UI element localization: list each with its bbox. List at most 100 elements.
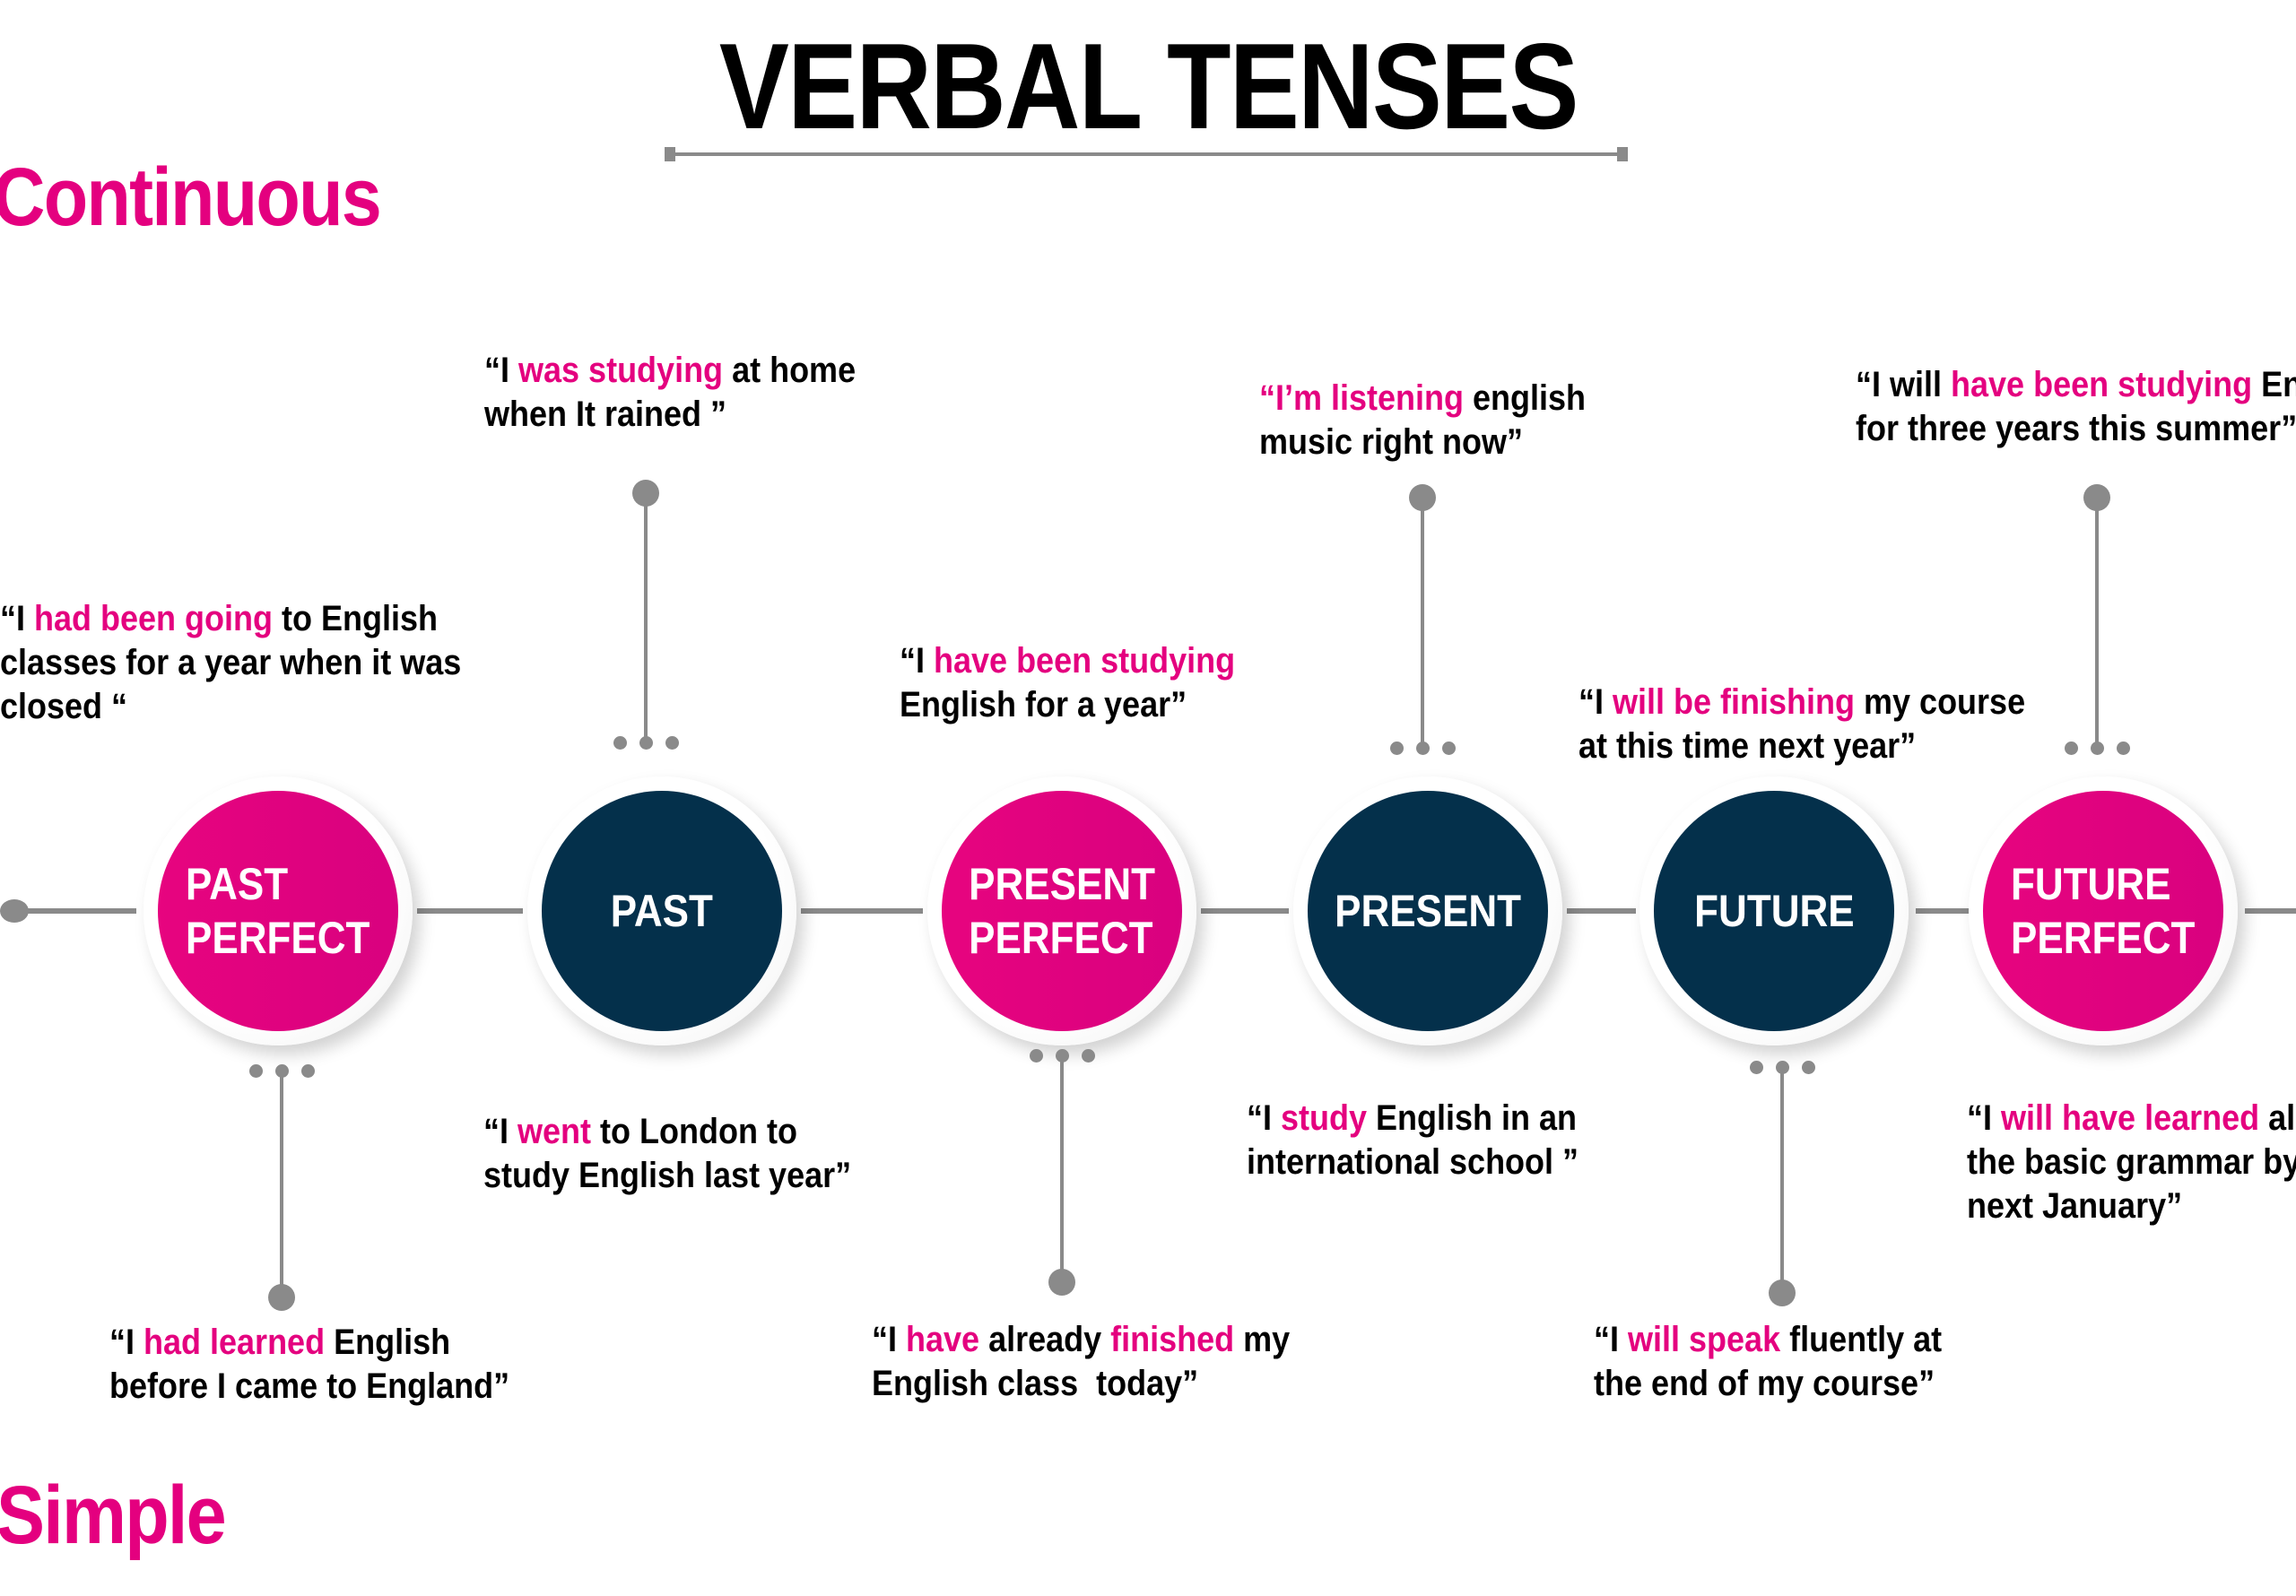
example-line: for three years this summer” [1856, 407, 2296, 451]
connector-dot [613, 736, 627, 750]
tense-label: PAST PERFECT [186, 859, 370, 963]
connector-end-dot [2083, 484, 2110, 511]
connector-dot [639, 736, 653, 750]
example-text: “I [900, 641, 935, 681]
example-line: the basic grammar by [1967, 1141, 2296, 1184]
example-text: already [979, 1320, 1111, 1359]
example-text: the end of my course” [1594, 1364, 1935, 1403]
highlighted-verb: have been studying [934, 641, 1236, 681]
example-line: music right now” [1259, 421, 1586, 464]
example-line: study English last year” [483, 1154, 851, 1198]
example-line: “I went to London to [483, 1110, 851, 1154]
example-line: “I was studying at home [484, 349, 856, 393]
highlighted-verb: have been studying [1951, 365, 2253, 404]
example-line: next January” [1967, 1184, 2296, 1228]
example-text: “I [1578, 682, 1613, 722]
tense-label: PRESENT PERFECT [969, 859, 1155, 963]
title-underline [665, 147, 1628, 161]
example-text: English [325, 1323, 451, 1362]
connector-dot [1750, 1061, 1763, 1074]
example-line: “I had learned English [109, 1321, 509, 1365]
continuous-heading: Continuous [0, 152, 382, 243]
page-title: VERBAL TENSES [718, 18, 1579, 154]
example-text: english [1464, 378, 1587, 418]
connector-dot [301, 1064, 315, 1078]
simple-heading: Simple [0, 1470, 227, 1561]
connector-end-dot [632, 480, 659, 507]
example-text: closed “ [0, 687, 128, 726]
connector-dot [1390, 742, 1404, 755]
example-text: at home [723, 351, 857, 390]
example-text: at this time next year” [1578, 726, 1917, 766]
timeline-segment [1567, 908, 1636, 914]
timeline-segment [417, 908, 523, 914]
example-line: English class today” [872, 1362, 1290, 1406]
connector-dot [2117, 742, 2130, 755]
example-text: before I came to England” [109, 1366, 510, 1406]
connector-dot [665, 736, 679, 750]
example-text: “I [1247, 1098, 1282, 1138]
connector-dot [2091, 742, 2104, 755]
highlighted-verb: study [1281, 1098, 1368, 1138]
timeline-segment [1201, 908, 1289, 914]
connector-line [280, 1071, 283, 1297]
example-text: classes for a year when it was [0, 643, 462, 682]
example-line: “I’m listening english [1259, 377, 1586, 421]
connector-dot [1802, 1061, 1815, 1074]
example-text: “I [0, 599, 35, 638]
tense-circle: PRESENT PERFECT [942, 791, 1182, 1031]
example-line: “I will be finishing my course [1578, 681, 2025, 724]
highlighted-verb: finished [1110, 1320, 1235, 1359]
tense-circle: FUTURE [1654, 791, 1894, 1031]
connector-end-dot [1048, 1269, 1075, 1296]
connector-end-dot [1409, 484, 1436, 511]
example-line: at this time next year” [1578, 724, 2025, 768]
connector-line [1421, 498, 1424, 748]
example-text: “I will [1856, 365, 1952, 404]
example-line: “I have been studying [900, 639, 1235, 683]
connector-end-dot [1769, 1279, 1796, 1306]
timeline-segment [14, 908, 136, 914]
example-text: English for a year” [900, 685, 1187, 724]
connector-dot [1416, 742, 1430, 755]
connector-line [1780, 1067, 1784, 1293]
highlighted-verb: will be finishing [1613, 682, 1856, 722]
example-line: when It rained ” [484, 393, 856, 437]
example-text: music right now” [1259, 422, 1524, 462]
example-simple: “I will have learned allthe basic gramma… [1967, 1097, 2296, 1228]
highlighted-verb: will have learned [2001, 1098, 2260, 1138]
connector-dot [1030, 1049, 1043, 1063]
example-text: “I [483, 1112, 518, 1151]
connector-line [644, 493, 648, 742]
connector-dot [2065, 742, 2078, 755]
example-line: before I came to England” [109, 1365, 509, 1409]
connector-dot [275, 1064, 289, 1078]
example-text: English class today” [872, 1364, 1199, 1403]
example-line: the end of my course” [1594, 1362, 1942, 1406]
tense-label: PAST [610, 886, 714, 936]
example-text: my course [1855, 682, 2026, 722]
example-line: international school ” [1247, 1141, 1578, 1184]
example-text: English in an [1367, 1098, 1578, 1138]
connector-dot [249, 1064, 263, 1078]
example-text: to English [273, 599, 438, 638]
timeline-segment [2245, 908, 2296, 914]
tense-circle: PAST PERFECT [158, 791, 398, 1031]
example-text: to London to [591, 1112, 797, 1151]
highlighted-verb: had been going [34, 599, 274, 638]
example-line: “I will have been studying English [1856, 363, 2296, 407]
connector-dot [1082, 1049, 1095, 1063]
highlighted-verb: had learned [144, 1323, 326, 1362]
example-text: when It rained ” [484, 395, 727, 434]
example-text: international school ” [1247, 1142, 1579, 1182]
tense-label: PRESENT [1335, 886, 1521, 936]
